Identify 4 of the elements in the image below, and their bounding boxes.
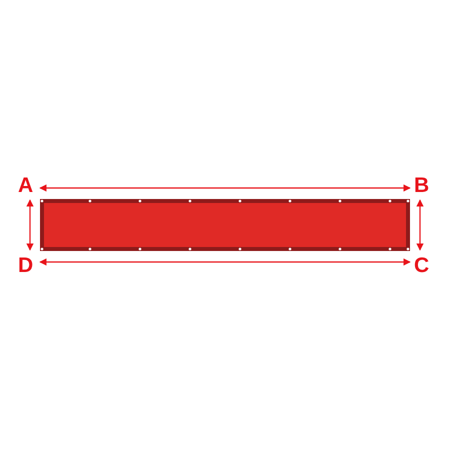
corner-label: D [18,255,34,276]
corner-label: B [414,175,430,196]
corner-label: C [414,255,430,276]
corner-label: A [18,175,34,196]
